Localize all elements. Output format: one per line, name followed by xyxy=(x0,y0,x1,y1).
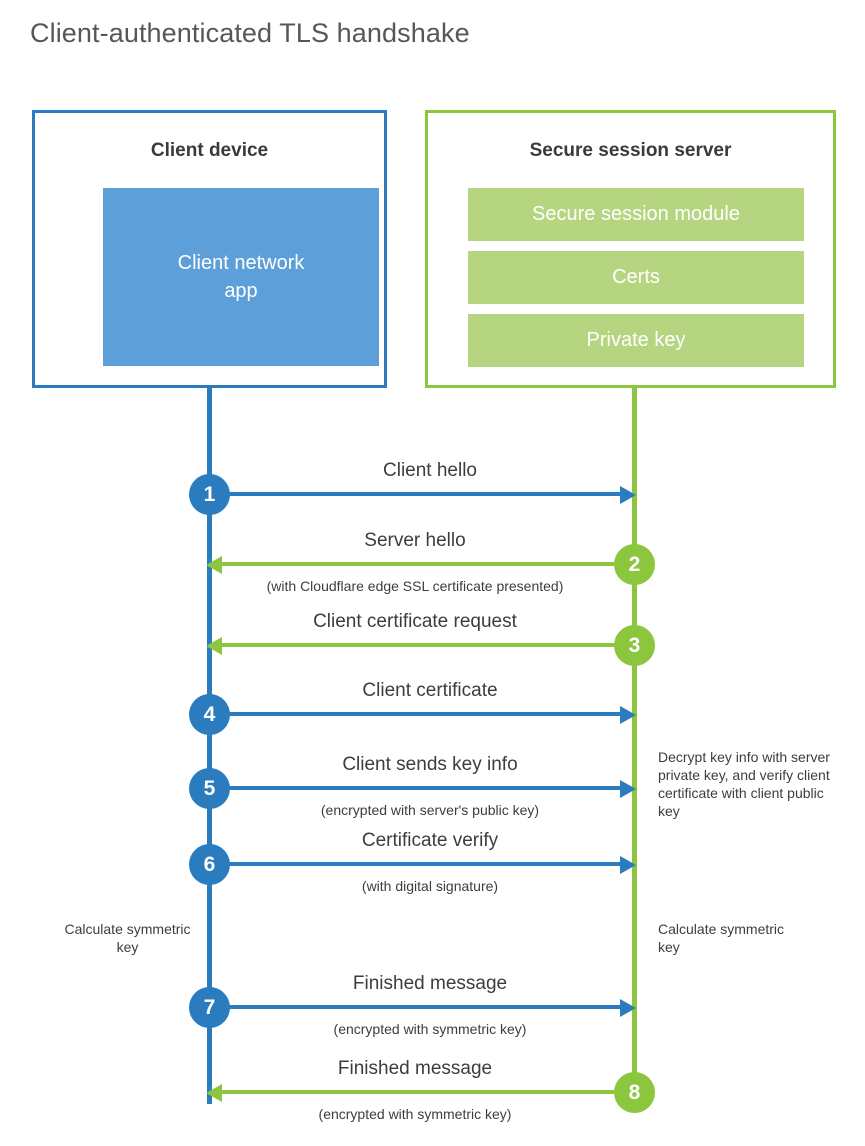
secure-session-server-title: Secure session server xyxy=(529,140,732,161)
server-bar-secure-session-module: Secure session module xyxy=(468,188,804,241)
step-1-arrow-head-right-icon xyxy=(620,486,636,504)
step-6-arrow-shaft xyxy=(210,862,620,866)
annotation-client-calculate-symmetric-key: Calculate symmetric key xyxy=(64,921,191,955)
step-8-arrow-shaft xyxy=(222,1090,635,1094)
annotation-server-calculate-symmetric-key: Calculate symmetric key xyxy=(658,921,785,955)
client-network-app-block: Client network app xyxy=(103,188,379,366)
step-2-label: Server hello xyxy=(364,530,466,551)
client-device-box: Client device Client network app xyxy=(32,110,387,388)
step-1-arrow-shaft xyxy=(210,492,620,496)
step-6-sublabel: (with digital signature) xyxy=(361,878,499,894)
step-badge-3[interactable]: 3 xyxy=(614,625,655,666)
step-6-arrow-head-right-icon xyxy=(620,856,636,874)
step-8-label: Finished message xyxy=(337,1058,493,1079)
client-device-title: Client device xyxy=(150,140,269,161)
step-1-label: Client hello xyxy=(383,460,477,481)
step-7-sublabel: (encrypted with symmetric key) xyxy=(333,1021,527,1037)
step-badge-1[interactable]: 1 xyxy=(189,474,230,515)
step-3-arrow-shaft xyxy=(222,643,635,647)
step-5-arrow-shaft xyxy=(210,786,620,790)
step-2-arrow-shaft xyxy=(222,562,635,566)
step-badge-5[interactable]: 5 xyxy=(189,768,230,809)
step-3-label: Client certificate request xyxy=(313,611,517,632)
step-8-sublabel: (encrypted with symmetric key) xyxy=(318,1106,512,1122)
server-bar-private-key: Private key xyxy=(468,314,804,367)
page-title: Client-authenticated TLS handshake xyxy=(30,18,470,48)
step-2-arrow-head-left-icon xyxy=(206,556,222,574)
secure-session-server-box: Secure session server Secure session mod… xyxy=(425,110,836,388)
step-badge-8[interactable]: 8 xyxy=(614,1072,655,1113)
server-lifeline xyxy=(632,388,637,1104)
step-5-sublabel: (encrypted with server's public key) xyxy=(320,802,540,818)
client-lifeline xyxy=(207,388,212,1104)
step-7-arrow-head-right-icon xyxy=(620,999,636,1017)
client-app-label-line2: app xyxy=(224,280,258,302)
step-badge-2[interactable]: 2 xyxy=(614,544,655,585)
step-6-label: Certificate verify xyxy=(361,830,499,851)
step-badge-4[interactable]: 4 xyxy=(189,694,230,735)
step-4-arrow-head-right-icon xyxy=(620,706,636,724)
step-5-label: Client sends key info xyxy=(342,754,518,775)
step-badge-6[interactable]: 6 xyxy=(189,844,230,885)
step-7-arrow-shaft xyxy=(210,1005,620,1009)
client-app-label-line1: Client network xyxy=(177,252,305,274)
server-bar-certs: Certs xyxy=(468,251,804,304)
annotation-server-decrypt: Decrypt key info with server private key… xyxy=(658,749,830,819)
step-4-arrow-shaft xyxy=(210,712,620,716)
step-8-arrow-head-left-icon xyxy=(206,1084,222,1102)
step-4-label: Client certificate xyxy=(362,680,498,701)
step-3-arrow-head-left-icon xyxy=(206,637,222,655)
step-badge-7[interactable]: 7 xyxy=(189,987,230,1028)
step-5-arrow-head-right-icon xyxy=(620,780,636,798)
step-2-sublabel: (with Cloudflare edge SSL certificate pr… xyxy=(266,578,564,594)
step-7-label: Finished message xyxy=(352,973,508,994)
